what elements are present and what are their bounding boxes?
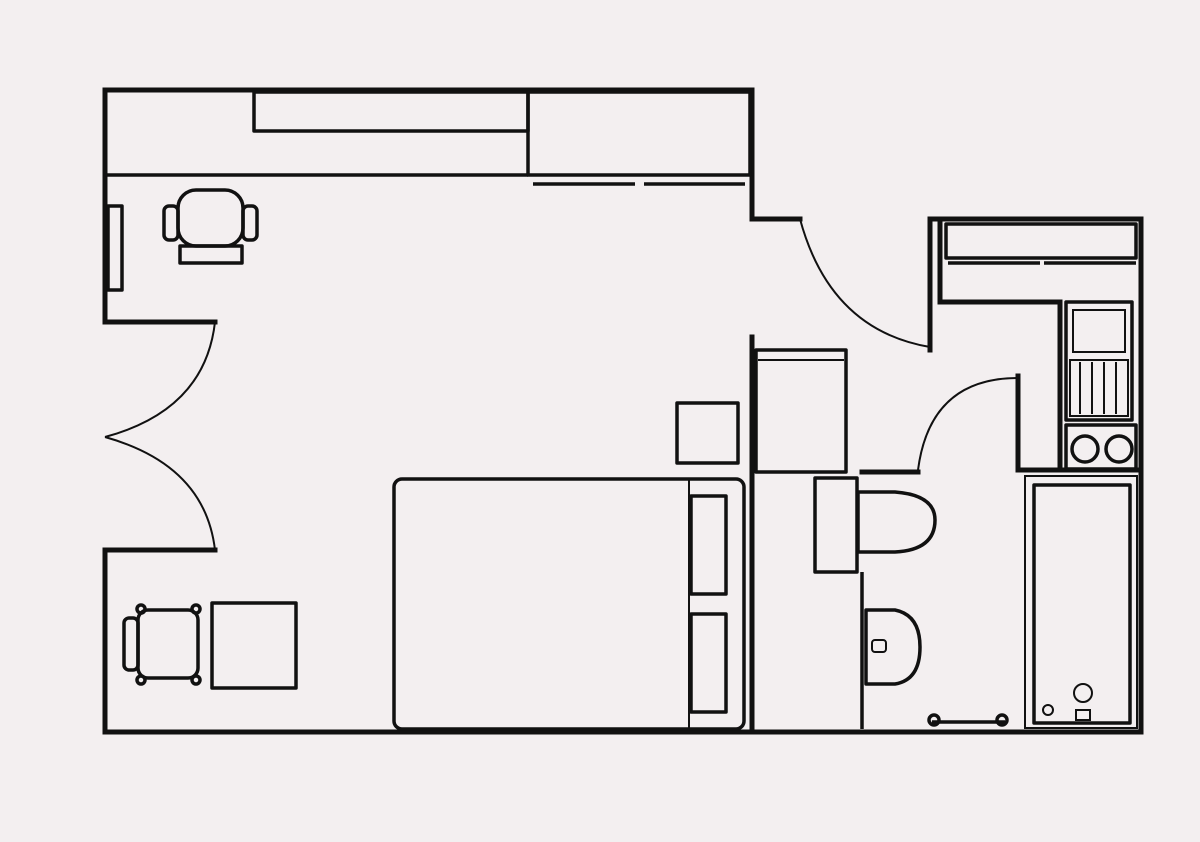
sink <box>864 608 922 686</box>
nightstand <box>675 401 740 465</box>
bed-pillow-bottom <box>689 612 728 714</box>
desk-set <box>122 601 298 690</box>
toilet <box>856 490 937 554</box>
sink-faucet <box>871 639 887 653</box>
walls <box>102 87 1144 735</box>
upper-cabinet <box>944 222 1138 260</box>
bathroom-door <box>917 377 1019 471</box>
entry-door-leaf-bottom <box>104 436 216 551</box>
bathtub-drain <box>1042 704 1054 716</box>
floor-drain-end <box>927 713 941 727</box>
bathtub <box>1024 475 1138 729</box>
bed <box>392 477 746 731</box>
entry-door-leaf-top <box>104 321 216 438</box>
burner-left <box>1070 434 1100 464</box>
kitchen-counter-wall <box>937 216 1063 473</box>
top-shelf <box>252 90 530 133</box>
closet-box <box>754 348 848 474</box>
desk-chair-caster <box>190 603 202 615</box>
desk <box>210 601 298 690</box>
bathroom-fixtures <box>813 476 1009 729</box>
bathtub-outer <box>1024 475 1138 729</box>
stove <box>1064 300 1134 422</box>
armchair-arm-left <box>162 204 180 242</box>
floor-drain-end <box>995 713 1009 727</box>
desk-chair-back <box>122 616 140 672</box>
armchair-seat <box>176 188 245 248</box>
armchair <box>162 188 259 265</box>
hall-door <box>799 218 931 348</box>
bathtub-tap <box>1073 683 1093 703</box>
bed-pillow-top <box>689 494 728 596</box>
burner-right <box>1104 434 1134 464</box>
bathtub-inner <box>1032 483 1132 725</box>
top-closet <box>105 90 752 186</box>
desk-chair-seat <box>136 608 200 680</box>
armchair-arm-right <box>241 204 259 242</box>
outer-wall-lower <box>102 216 1144 735</box>
toilet-tank <box>813 476 859 574</box>
armchair-back <box>178 244 244 265</box>
desk-chair-caster <box>135 603 147 615</box>
wardrobe <box>526 90 752 177</box>
cooktop <box>1064 423 1138 471</box>
desk-chair-caster <box>135 674 147 686</box>
kitchen <box>944 222 1138 471</box>
desk-chair-caster <box>190 674 202 686</box>
outer-wall <box>102 87 803 325</box>
oven-grill <box>1069 359 1129 417</box>
bed-frame <box>392 477 746 731</box>
bathtub-tap-base <box>1075 709 1091 721</box>
closet <box>754 348 848 474</box>
entry-double-door <box>104 321 216 551</box>
wall-shelf <box>106 204 124 292</box>
oven-window <box>1072 309 1126 353</box>
